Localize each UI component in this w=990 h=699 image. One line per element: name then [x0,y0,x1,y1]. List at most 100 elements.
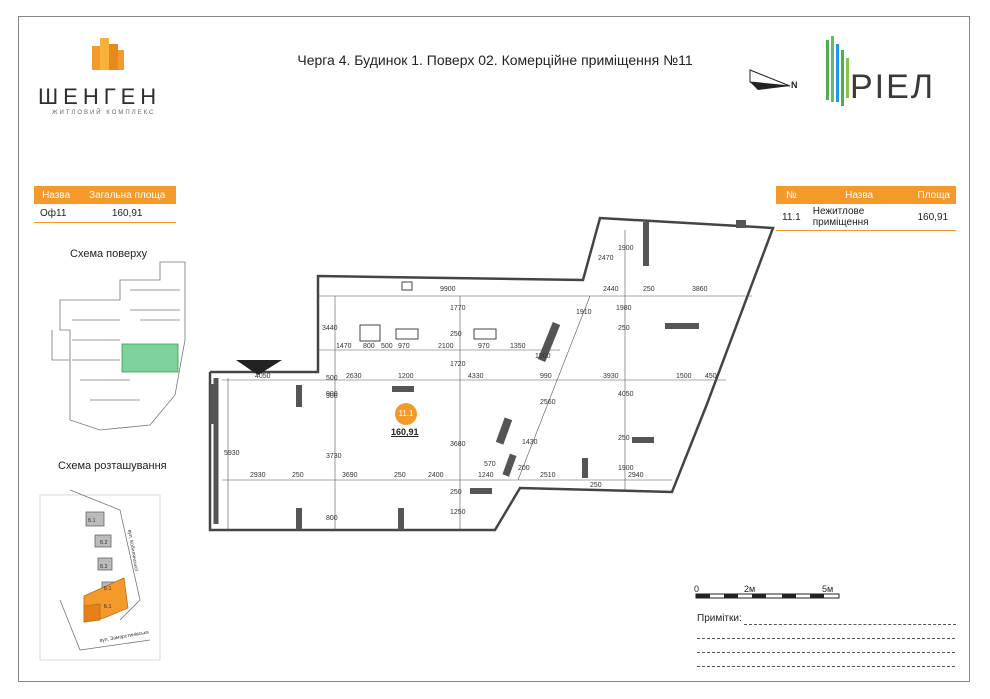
svg-text:Б.1: Б.1 [88,518,96,524]
dim-text: 2440 [603,286,619,293]
north-arrow-icon [749,69,791,90]
dim-text: 2940 [628,472,644,479]
dim-text: 1720 [450,361,466,368]
dim-text: 250 [643,286,655,293]
dim-text: 900 [326,391,338,398]
dim-text: 3680 [450,441,466,448]
scale-label: 5м [822,584,834,594]
dim-text: 800 [363,343,375,350]
location-scheme-caption: Схема розташування [58,460,167,472]
dim-text: 570 [484,461,496,468]
table-header: Площа [911,186,956,204]
table-header: Назва [34,186,79,204]
dim-text: 5930 [224,450,240,457]
dim-text: 900 [326,393,338,400]
dim-text: 3930 [603,373,619,380]
floor-scheme [51,261,186,431]
dim-text: 250 [618,435,630,442]
dim-text: 200 [518,465,530,472]
dim-text: 250 [292,472,304,479]
dim-text: 2560 [540,399,556,406]
dim-text: 1470 [336,343,352,350]
dim-text: 2100 [438,343,454,350]
dim-text: 1500 [535,353,551,360]
scale-bar [695,593,840,599]
dim-text: 250 [450,331,462,338]
table-cell: 160,91 [78,204,176,223]
svg-text:Б.1: Б.1 [104,604,112,610]
dim-text: 4050 [618,391,634,398]
dim-text: 2470 [598,255,614,262]
room-area: 160,91 [391,427,419,437]
shengen-logo-icon [92,38,124,70]
north-label: N [791,80,798,90]
dim-text: 1910 [576,309,592,316]
riel-logo-icon [826,36,849,106]
dim-text: 990 [540,373,552,380]
dim-text: 1200 [398,373,414,380]
dim-text: 4330 [468,373,484,380]
table-cell: 160,91 [911,204,956,231]
dim-text: 250 [450,489,462,496]
note-line [744,624,956,625]
dim-text: 9900 [440,286,456,293]
dim-text: 1250 [450,509,466,516]
dim-text: 1430 [522,439,538,446]
dim-text: 250 [618,325,630,332]
dim-text: 500 [381,343,393,350]
dim-text: 250 [590,482,602,489]
table-header: Загальна площа [78,186,176,204]
dim-text: 2930 [250,472,266,479]
dimension-labels: 9900 2440 250 3860 2470 1900 1470 800 50… [224,245,717,522]
room-badge: 11.1 [395,403,417,425]
dim-text: 1770 [450,305,466,312]
dim-text: 800 [326,515,338,522]
note-line [697,666,955,667]
note-line [697,652,955,653]
summary-table: Назва Загальна площа Оф11 160,91 [34,186,176,223]
rooms-table: № Назва Площа 11.1 Нежитлове приміщення … [776,186,956,231]
note-line [697,638,955,639]
dim-text: 3860 [692,286,708,293]
svg-text:вул. Кобилянської: вул. Кобилянської [126,529,139,572]
dim-text: 1900 [618,245,634,252]
svg-text:Б.2: Б.2 [100,540,108,546]
dim-text: 970 [398,343,410,350]
dim-text: 970 [478,343,490,350]
scale-label: 0 [694,584,700,594]
dim-text: 2400 [428,472,444,479]
dim-text: 4050 [255,373,271,380]
table-cell: Нежитлове приміщення [806,204,912,231]
dim-text: 3440 [322,325,338,332]
dim-text: 1900 [618,465,634,472]
brand-right-name: РІЕЛ [850,68,936,106]
dim-text: 3690 [342,472,358,479]
page-title: Черга 4. Будинок 1. Поверх 02. Комерційн… [297,52,693,68]
dim-text: 500 [326,375,338,382]
dim-text: 2510 [540,472,556,479]
table-header: № [776,186,807,204]
dim-text: 1980 [616,305,632,312]
brand-left-subtitle: ЖИТЛОВИЙ КОМПЛЕКС [52,110,156,116]
location-scheme [39,489,161,661]
svg-text:Б.3: Б.3 [100,564,108,570]
dim-text: 3730 [326,453,342,460]
table-cell: Оф11 [34,204,79,223]
brand-left-name: ШЕНГЕН [38,84,162,109]
page-frame [18,16,970,682]
svg-text:вул. Замарстинівська: вул. Замарстинівська [99,629,149,644]
notes-label: Примітки: [697,613,742,624]
table-cell: 11.1 [776,204,807,231]
scale-label: 2м [744,584,756,594]
floor-plan [208,216,775,532]
dim-text: 1350 [510,343,526,350]
dim-text: 2630 [346,373,362,380]
table-header: Назва [806,186,912,204]
floor-scheme-caption: Схема поверху [70,248,148,260]
svg-text:Б.1: Б.1 [104,586,112,592]
dim-text: 1500 [676,373,692,380]
dim-text: 1240 [478,472,494,479]
dim-text: 450 [705,373,717,380]
dim-text: 250 [394,472,406,479]
